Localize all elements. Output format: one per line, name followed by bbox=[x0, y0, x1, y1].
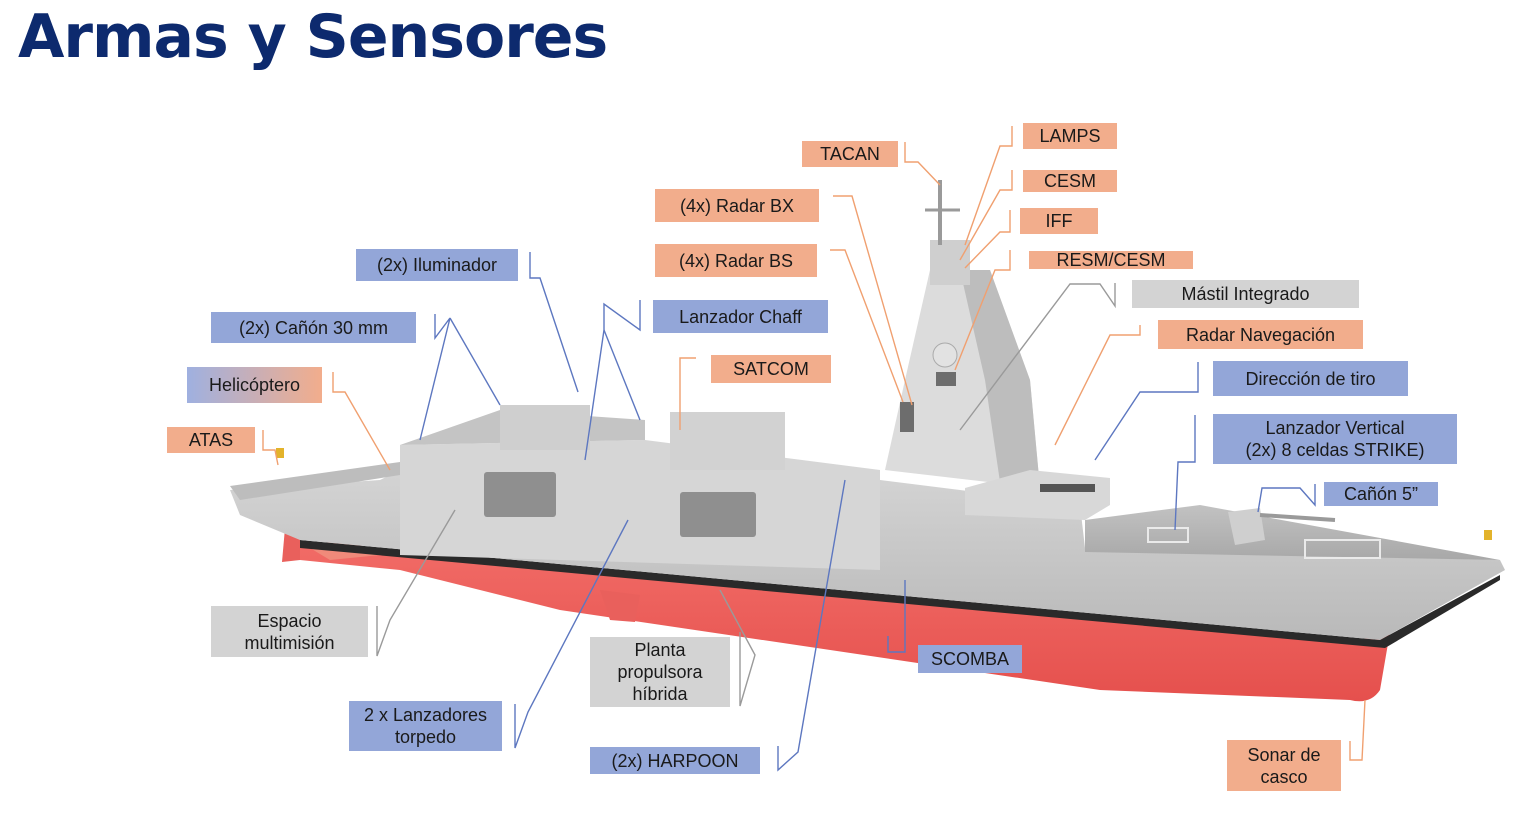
mast-upper bbox=[930, 240, 970, 285]
label-lamps: LAMPS bbox=[1023, 123, 1117, 149]
upper-block-1 bbox=[500, 405, 590, 450]
flight-deck bbox=[230, 462, 400, 500]
label-direccion-tiro: Dirección de tiro bbox=[1213, 361, 1408, 396]
label-canon-5: Cañón 5” bbox=[1324, 482, 1438, 506]
label-atas: ATAS bbox=[167, 427, 255, 453]
leader-espacio bbox=[376, 509, 456, 657]
label-radar-bx: (4x) Radar BX bbox=[655, 189, 819, 222]
label-helicoptero: Helicóptero bbox=[187, 367, 322, 403]
leader-tacan bbox=[904, 142, 941, 186]
leader-vls bbox=[1174, 415, 1196, 531]
leader-canon5 bbox=[1257, 484, 1316, 513]
leader-radar-nav bbox=[1054, 325, 1141, 446]
keel-fin bbox=[600, 590, 640, 622]
label-sonar-casco: Sonar de casco bbox=[1227, 740, 1341, 791]
label-planta-propulsora: Planta propulsora híbrida bbox=[590, 637, 730, 707]
label-cesm: CESM bbox=[1023, 170, 1117, 192]
label-satcom: SATCOM bbox=[711, 355, 831, 383]
label-radar-bs: (4x) Radar BS bbox=[655, 244, 817, 277]
leader-radar-bx bbox=[833, 195, 913, 406]
leader-iluminador bbox=[529, 252, 579, 393]
leader-satcom bbox=[679, 357, 696, 430]
leader-chaff-b bbox=[603, 329, 641, 421]
leader-cesm bbox=[959, 170, 1013, 261]
label-iff: IFF bbox=[1020, 208, 1098, 234]
leader-canon30-b bbox=[449, 317, 501, 406]
label-resm-cesm: RESM/CESM bbox=[1029, 250, 1193, 270]
leader-iff bbox=[964, 210, 1011, 269]
leader-mastil bbox=[959, 283, 1116, 431]
label-radar-navegacion: Radar Navegación bbox=[1158, 320, 1363, 349]
heli-deck-marking bbox=[1304, 539, 1381, 559]
label-mastil-integrado: Mástil Integrado bbox=[1132, 280, 1359, 308]
leader-radar-bs bbox=[830, 249, 904, 403]
label-lanzador-vertical: Lanzador Vertical (2x) 8 celdas STRIKE) bbox=[1213, 414, 1457, 464]
page-title: Armas y Sensores bbox=[18, 2, 608, 72]
gun-turret bbox=[1228, 508, 1265, 545]
leader-atas bbox=[262, 430, 279, 466]
label-canon-30: (2x) Cañón 30 mm bbox=[211, 312, 416, 343]
label-harpoon: (2x) HARPOON bbox=[590, 747, 760, 774]
leader-resm bbox=[954, 250, 1011, 371]
label-scomba: SCOMBA bbox=[918, 645, 1022, 673]
leader-lamps bbox=[964, 126, 1013, 246]
label-iluminador: (2x) Iluminador bbox=[356, 249, 518, 281]
leader-scomba bbox=[887, 580, 906, 653]
hangar-panel-1 bbox=[484, 472, 556, 517]
mast-shadow bbox=[960, 270, 1040, 488]
bow-flag bbox=[1484, 530, 1492, 540]
leader-chaff bbox=[584, 300, 641, 461]
label-espacio-multimision: Espacio multimisión bbox=[211, 606, 368, 657]
leader-planta bbox=[719, 589, 756, 707]
radome bbox=[932, 342, 958, 368]
radar-bs-face bbox=[936, 372, 956, 386]
leader-canon30 bbox=[419, 314, 451, 441]
hangar-block bbox=[400, 440, 880, 570]
label-lanzador-chaff: Lanzador Chaff bbox=[653, 300, 828, 333]
bridge bbox=[965, 470, 1110, 520]
hangar-panel-2 bbox=[680, 492, 756, 537]
vls-marking bbox=[1147, 527, 1189, 543]
radar-bx-face bbox=[900, 402, 914, 432]
leader-harpoon bbox=[777, 479, 846, 772]
forecastle-deck bbox=[1085, 505, 1500, 560]
gun-barrel bbox=[1259, 513, 1336, 522]
label-tacan: TACAN bbox=[802, 141, 898, 167]
leader-torpedo bbox=[514, 519, 629, 749]
bridge-windows bbox=[1040, 484, 1095, 492]
hull-underwater bbox=[290, 535, 1390, 702]
stern-flag bbox=[276, 448, 284, 458]
leader-heli bbox=[332, 372, 391, 471]
leader-sonar bbox=[1349, 699, 1366, 761]
label-torpedo: 2 x Lanzadores torpedo bbox=[349, 701, 502, 751]
leader-direccion bbox=[1094, 362, 1199, 461]
upper-block-2 bbox=[670, 412, 785, 470]
